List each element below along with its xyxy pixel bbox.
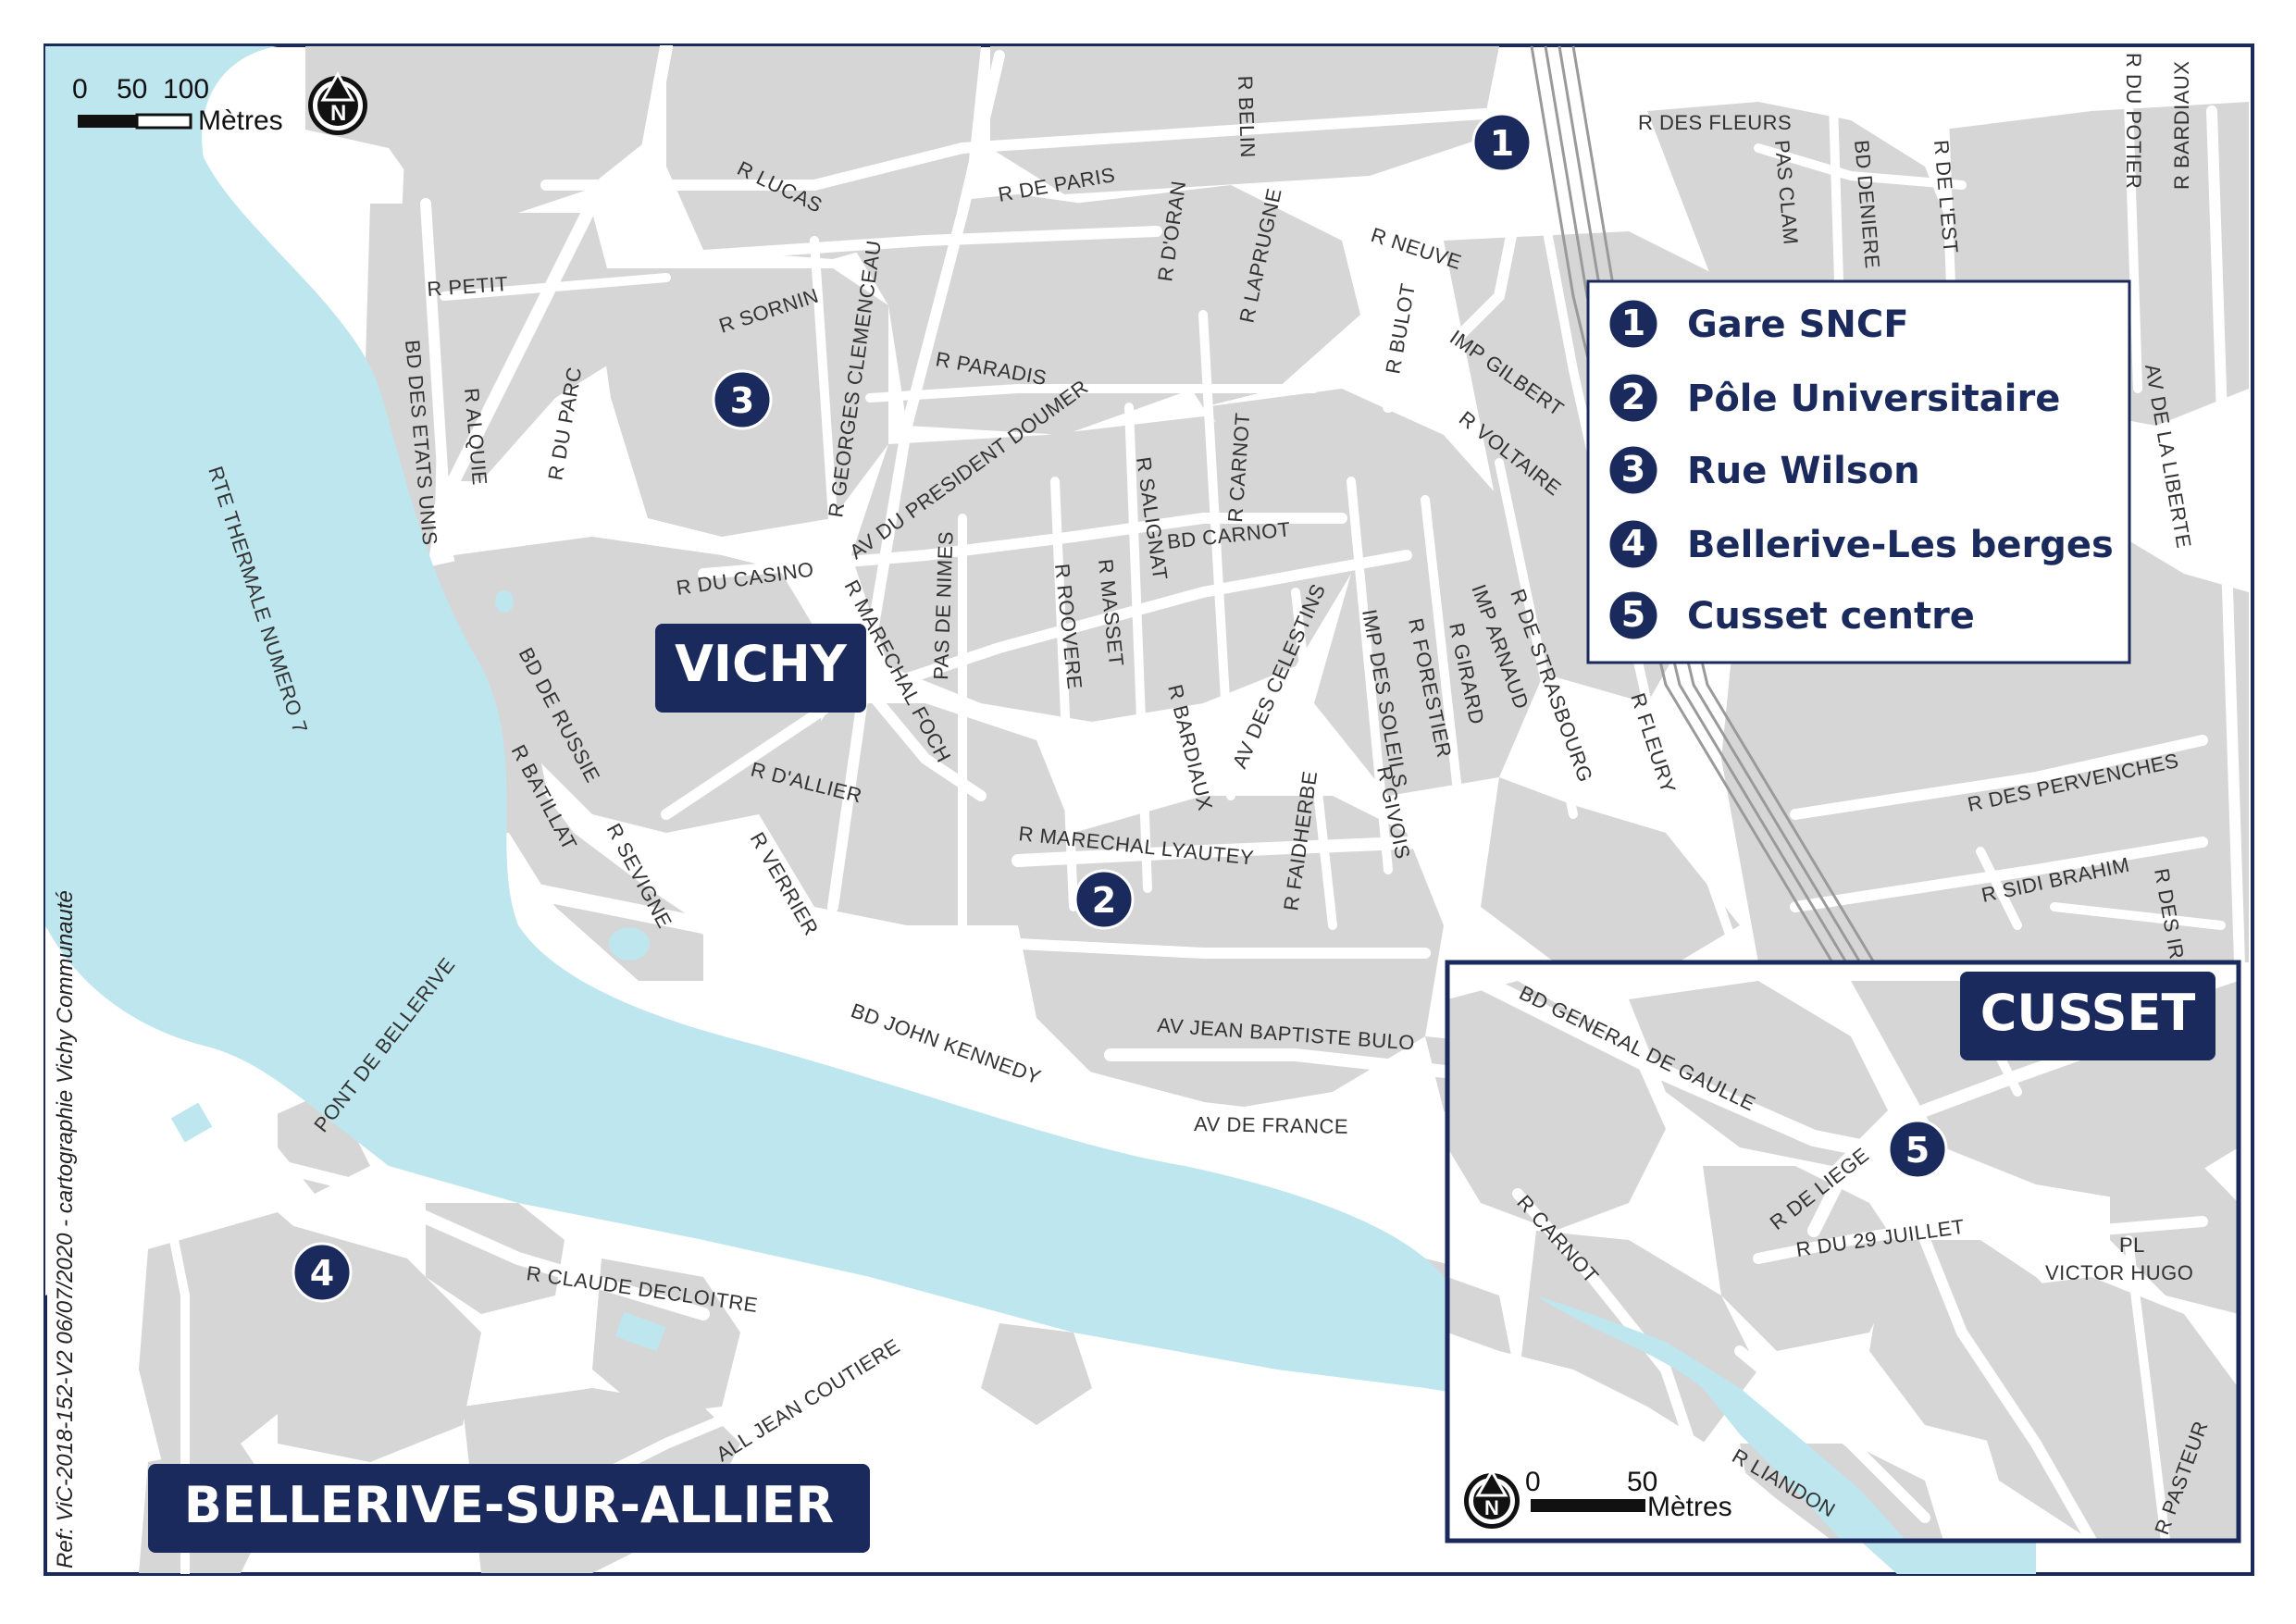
- street-label: R BELIN: [1234, 75, 1260, 158]
- street-label: AV DE FRANCE: [1194, 1112, 1348, 1138]
- legend-item: 3 Rue Wilson: [1607, 443, 1920, 497]
- map-marker[interactable]: 5: [1887, 1119, 1948, 1180]
- scale-tick-label: 50: [1627, 1467, 1657, 1497]
- scale-unit: Mètres: [1647, 1492, 1732, 1522]
- svg-text:1: 1: [1490, 123, 1514, 164]
- scale-tick-label: 100: [163, 74, 209, 105]
- svg-text:Bellerive-Les berges: Bellerive-Les berges: [1687, 524, 2114, 566]
- north-letter: N: [330, 101, 346, 126]
- pond: [609, 927, 650, 961]
- svg-text:Rue Wilson: Rue Wilson: [1687, 450, 1920, 492]
- map-reference: Ref: ViC-2018-152-V2 06/07/2020 - cartog…: [53, 890, 78, 1568]
- inset-frame: [1445, 960, 2241, 1543]
- svg-text:2: 2: [1621, 377, 1645, 417]
- scale-tick-label: 0: [72, 74, 88, 105]
- svg-text:CUSSET: CUSSET: [1980, 984, 2196, 1042]
- north-arrow-icon: N: [308, 70, 367, 135]
- pond: [170, 1102, 213, 1143]
- scale-bar-inset: 0 50 Mètres N: [1456, 1467, 1732, 1533]
- map-marker[interactable]: 1: [1471, 112, 1533, 173]
- svg-text:2: 2: [1092, 880, 1116, 921]
- place-label-cusset: CUSSET: [1960, 972, 2215, 1060]
- svg-text:4: 4: [1621, 523, 1645, 564]
- street-label: VICTOR HUGO: [2045, 1261, 2193, 1284]
- svg-text:5: 5: [1621, 594, 1645, 635]
- scale-tick-label: 0: [1525, 1467, 1541, 1497]
- map-marker[interactable]: 2: [1074, 869, 1135, 930]
- map-marker[interactable]: 3: [712, 369, 773, 430]
- svg-text:VICHY: VICHY: [675, 635, 848, 693]
- street-label: R DES FLEURS: [1638, 111, 1792, 134]
- legend-item: 5 Cusset centre: [1607, 589, 1975, 642]
- street-label: PAS DE NIMES: [929, 531, 958, 681]
- street-label: R PETIT: [427, 272, 509, 301]
- svg-text:3: 3: [1621, 449, 1645, 490]
- svg-text:Cusset centre: Cusset centre: [1687, 595, 1975, 638]
- north-letter: N: [1484, 1496, 1499, 1519]
- svg-text:1: 1: [1621, 303, 1645, 343]
- river-west-bank-fill: [45, 925, 305, 1295]
- svg-text:5: 5: [1905, 1130, 1930, 1171]
- legend-box: [1586, 279, 2131, 664]
- scale-bar-main: 0 50 100 Mètres: [72, 74, 283, 136]
- svg-text:3: 3: [730, 380, 754, 421]
- street-label: PL: [2119, 1233, 2145, 1257]
- svg-text:BELLERIVE-SUR-ALLIER: BELLERIVE-SUR-ALLIER: [184, 1476, 834, 1534]
- inset-map-cusset[interactable]: BD GENERAL DE GAULLE R DE LIEGE R DU 29 …: [1445, 960, 2241, 1543]
- street-label: R DU POTIER: [2122, 53, 2145, 189]
- legend-item: 2 Pôle Universitaire: [1607, 371, 2060, 425]
- scale-bar-segment: [78, 115, 137, 128]
- scale-tick-label: 50: [117, 74, 147, 105]
- allier-river: [45, 46, 2036, 1574]
- legend-item: 1 Gare SNCF: [1607, 297, 1909, 351]
- svg-text:Pôle Universitaire: Pôle Universitaire: [1687, 378, 2060, 420]
- legend: 1 Gare SNCF 2 Pôle Universitaire 3 Rue W…: [1586, 279, 2131, 664]
- scale-bar-segment: [1531, 1499, 1645, 1512]
- pond: [614, 1311, 666, 1352]
- scale-unit: Mètres: [198, 105, 283, 136]
- map-marker[interactable]: 4: [292, 1242, 353, 1303]
- svg-text:4: 4: [310, 1253, 334, 1294]
- street-network: [162, 45, 2245, 1574]
- place-label-bellerive: BELLERIVE-SUR-ALLIER: [148, 1464, 870, 1553]
- place-label-vichy: VICHY: [655, 624, 866, 713]
- north-arrow-icon: N: [1464, 1468, 1520, 1529]
- pond: [495, 590, 514, 613]
- svg-text:Gare SNCF: Gare SNCF: [1687, 304, 1909, 346]
- legend-item: 4 Bellerive-Les berges: [1607, 517, 2114, 571]
- scale-bar-segment: [135, 113, 192, 130]
- street-label: R BARDIAUX: [2170, 61, 2193, 190]
